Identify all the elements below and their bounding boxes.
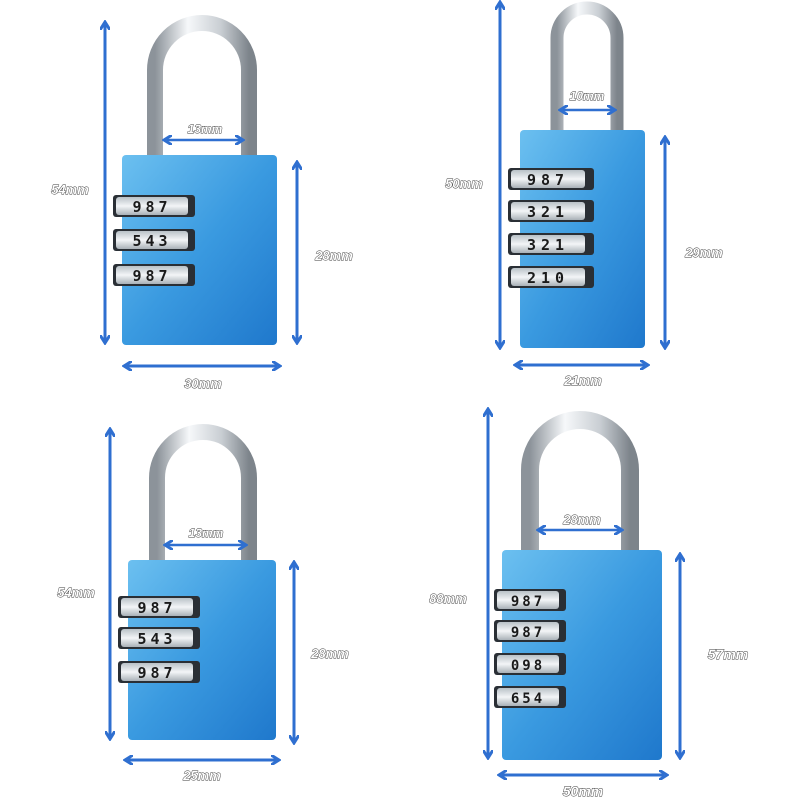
svg-text:987: 987 <box>511 625 545 641</box>
svg-text:543: 543 <box>137 630 176 648</box>
lock-body <box>128 560 276 740</box>
svg-text:987: 987 <box>511 594 545 610</box>
svg-text:987: 987 <box>137 599 176 617</box>
shackle-width-label: 13mm <box>188 122 223 136</box>
shackle <box>550 1 624 135</box>
svg-text:543: 543 <box>132 232 171 250</box>
lock-bottom-right: 987 987 098 654 88mm 28mm 57mm 50mm <box>429 411 749 799</box>
dial-column: 987 321 321 210 <box>508 168 594 288</box>
dial-1[interactable]: 987 <box>116 197 188 216</box>
lock-top-right: 987 321 321 210 50mm 10mm 29mm 21mm <box>445 1 724 388</box>
body-height-label: 28mm <box>310 646 349 661</box>
dial-4[interactable]: 654 <box>497 688 559 707</box>
body-width-label: 50mm <box>563 783 603 799</box>
dial-1[interactable]: 987 <box>121 598 193 617</box>
body-height-label: 29mm <box>684 245 723 260</box>
height-label: 54mm <box>57 585 95 600</box>
shackle <box>149 424 257 565</box>
shackle <box>521 411 639 555</box>
svg-text:654: 654 <box>511 691 545 707</box>
svg-text:987: 987 <box>527 171 569 189</box>
shackle-width-label: 13mm <box>189 526 224 540</box>
body-height-label: 28mm <box>314 248 353 263</box>
dial-column: 987 987 098 654 <box>494 589 566 708</box>
dial-column: 987 543 987 <box>118 596 200 683</box>
svg-text:321: 321 <box>527 236 569 254</box>
height-label: 88mm <box>429 591 467 606</box>
svg-text:987: 987 <box>132 267 171 285</box>
dial-4[interactable]: 210 <box>511 268 585 287</box>
dial-2[interactable]: 987 <box>497 622 559 641</box>
svg-text:987: 987 <box>137 664 176 682</box>
dial-column: 987 543 987 <box>113 195 195 286</box>
body-width-label: 25mm <box>182 768 221 783</box>
dial-3[interactable]: 098 <box>497 655 559 674</box>
svg-text:098: 098 <box>511 658 545 674</box>
dial-2[interactable]: 543 <box>116 231 188 250</box>
body-width-label: 21mm <box>563 373 602 388</box>
dial-3[interactable]: 987 <box>116 266 188 285</box>
svg-text:210: 210 <box>527 269 569 287</box>
lock-bottom-left: 987 543 987 54mm 13mm 28mm 25mm <box>57 424 350 783</box>
dial-3[interactable]: 321 <box>511 235 585 254</box>
dial-1[interactable]: 987 <box>511 170 585 189</box>
body-width-label: 30mm <box>184 376 222 391</box>
body-height-label: 57mm <box>708 646 748 662</box>
dial-2[interactable]: 543 <box>121 629 193 648</box>
dial-3[interactable]: 987 <box>121 663 193 682</box>
shackle-width-label: 10mm <box>570 89 605 103</box>
lock-top-left: 987 543 987 54mm 13mm 28mm 30mm <box>51 15 354 391</box>
height-label: 50mm <box>445 176 483 191</box>
shackle <box>147 15 257 160</box>
svg-text:987: 987 <box>132 198 171 216</box>
dial-1[interactable]: 987 <box>497 591 559 610</box>
dial-2[interactable]: 321 <box>511 202 585 221</box>
svg-text:321: 321 <box>527 203 569 221</box>
shackle-width-label: 28mm <box>562 512 601 527</box>
height-label: 54mm <box>51 182 89 197</box>
